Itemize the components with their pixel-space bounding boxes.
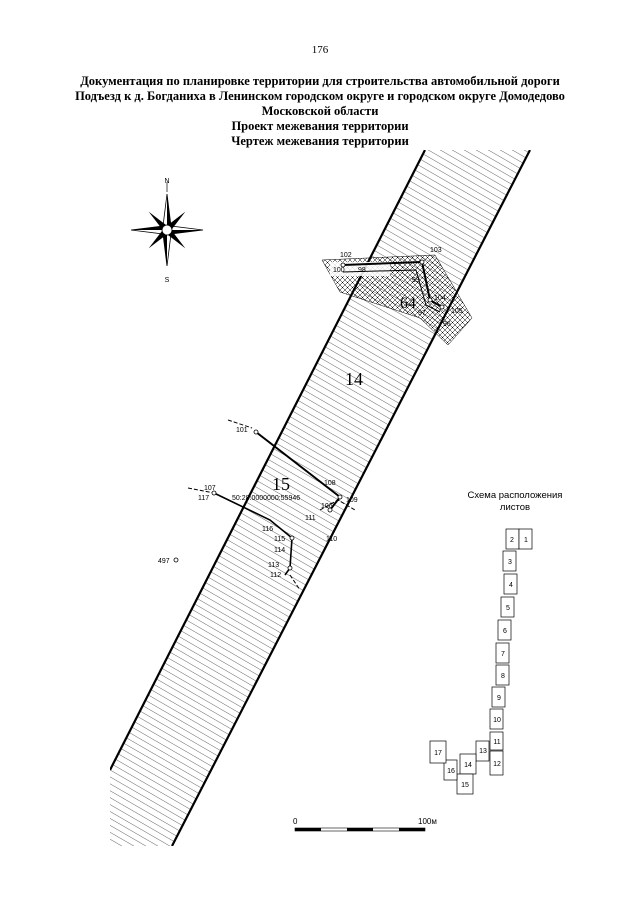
point-97: 97 (418, 310, 426, 317)
sheet-3 (502, 550, 517, 572)
parcel-14-label: 14 (345, 369, 363, 389)
point-102: 102 (340, 252, 352, 259)
dashed-boundary-101 (227, 419, 253, 429)
compass-south-label: S (165, 277, 170, 284)
sheet-layout-scheme (429, 528, 533, 795)
sheet-11 (489, 731, 504, 751)
page-number: 176 (311, 44, 329, 56)
sheet-label-2: 2 (510, 537, 514, 544)
scale-end-label: 100м (418, 817, 437, 826)
point-99: 99 (412, 277, 420, 284)
sheet-label-3: 3 (508, 559, 512, 566)
sheet-17 (429, 740, 447, 764)
point-112: 112 (270, 572, 281, 579)
sheet-5 (500, 596, 515, 618)
dashed-boundary-110 (319, 499, 356, 511)
point-110: 110 (326, 536, 337, 543)
sheet-1 (518, 528, 533, 550)
corridor-left-border (110, 150, 426, 771)
header-line-3: Московской области (261, 104, 379, 118)
sheet-label-9: 9 (497, 695, 501, 702)
point-117: 117 (198, 495, 209, 502)
sheet-16 (443, 759, 458, 781)
scale-start-label: 0 (293, 817, 298, 826)
point-98: 98 (358, 267, 366, 274)
sheet-label-14: 14 (464, 762, 472, 769)
cadastral-number: 50:28:0000000:55946 (232, 495, 300, 502)
sheet-6 (497, 619, 512, 641)
point-111: 111 (305, 515, 316, 522)
sheet-label-11: 11 (493, 739, 500, 746)
sheet-label-6: 6 (503, 628, 507, 635)
point-109: 109 (346, 497, 358, 504)
parcel-15-label: 15 (272, 474, 290, 494)
sheet-8 (495, 664, 510, 686)
scheme-title-line-2: листов (499, 502, 531, 513)
sheet-label-8: 8 (501, 673, 505, 680)
point-103: 103 (430, 247, 442, 254)
dashed-boundary-112 (289, 574, 301, 591)
compass-rose (130, 182, 204, 267)
point-107: 107 (204, 485, 216, 492)
point-115: 115 (274, 536, 285, 543)
parcel-64-boundary (342, 260, 443, 308)
scale-bar (294, 827, 426, 832)
compass-north-label: N (164, 178, 169, 185)
sheet-label-7: 7 (501, 651, 505, 658)
point-105: 105 (451, 308, 463, 315)
document-header: Документация по планировке территории дл… (40, 74, 600, 149)
header-line-1: Документация по планировке территории дл… (80, 74, 560, 88)
parcel-64-inner-boundary (342, 269, 441, 313)
point-100: 100 (333, 267, 345, 274)
sheet-label-12: 12 (493, 761, 501, 768)
corridor-hatch (110, 150, 530, 846)
sheet-15 (456, 773, 474, 795)
crosshatch-zone (321, 254, 473, 346)
corridor-right-border (171, 150, 531, 846)
road-corridor (110, 150, 531, 846)
dashed-boundary-107 (187, 487, 215, 494)
header-line-2: Подъезд к д. Богданиха в Ленинском город… (75, 89, 565, 103)
sheet-label-16: 16 (447, 768, 455, 775)
point-116: 116 (262, 526, 273, 533)
parcel-64-label: 64 (400, 295, 416, 312)
sheet-label-10: 10 (493, 717, 501, 724)
sheet-10 (489, 708, 504, 730)
point-108: 108 (324, 480, 336, 487)
sheet-scheme-title: Схема расположения листов (440, 490, 590, 514)
sheet-13 (475, 740, 490, 762)
sheet-label-17: 17 (434, 750, 442, 757)
header-line-4: Проект межевания территории (231, 119, 409, 133)
sheet-12 (489, 750, 504, 776)
scheme-title-line-1: Схема расположения (467, 490, 563, 501)
sheet-label-1: 1 (524, 537, 528, 544)
sheet-label-13: 13 (479, 748, 487, 755)
point-104: 104 (434, 295, 446, 302)
point-114: 114 (274, 547, 285, 554)
sheet-4 (503, 573, 518, 595)
header-line-5: Чертеж межевания территории (231, 134, 409, 148)
sheet-label-5: 5 (506, 605, 510, 612)
sheet-7 (495, 642, 510, 664)
sheet-9 (491, 686, 506, 708)
point-96: 96 (443, 321, 451, 328)
point-106: 106 (321, 503, 333, 510)
point-497: 497 (158, 558, 170, 565)
point-113: 113 (268, 562, 279, 569)
sheet-label-15: 15 (461, 782, 469, 789)
point-101: 101 (236, 427, 248, 434)
sheet-label-4: 4 (509, 582, 513, 589)
survey-points (173, 259, 445, 571)
